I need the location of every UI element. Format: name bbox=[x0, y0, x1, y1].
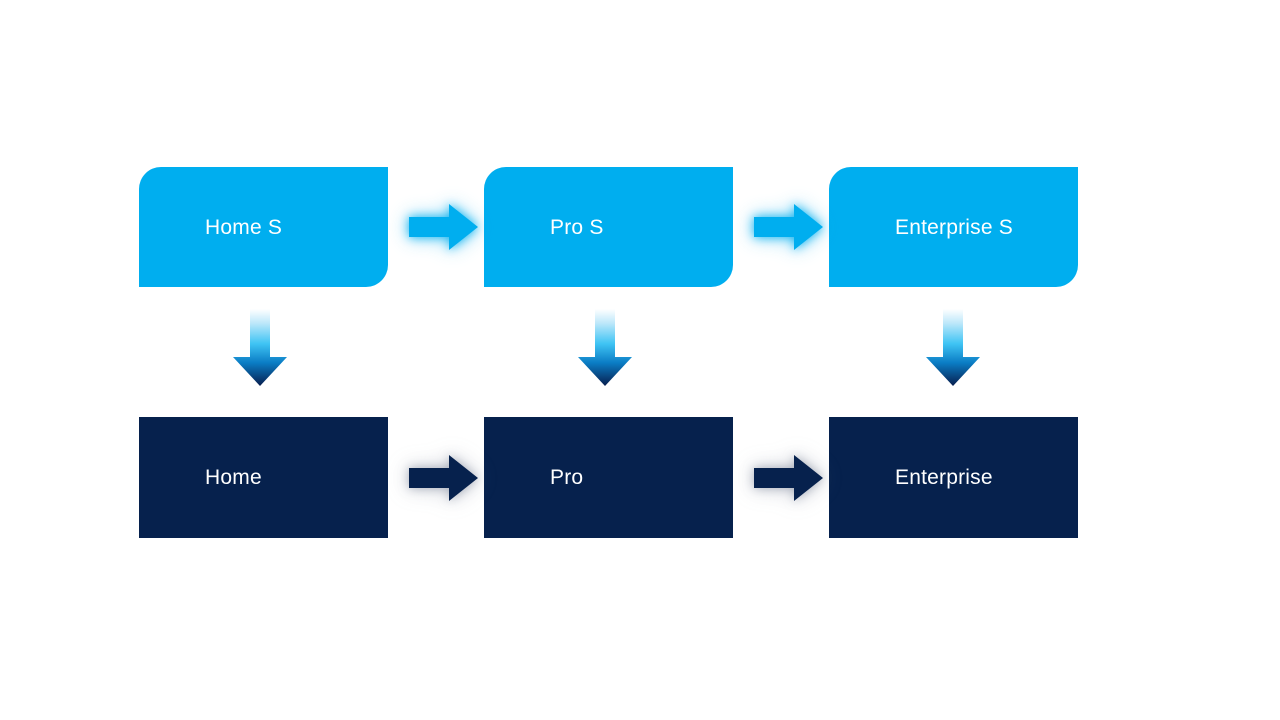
top-arrow-2 bbox=[754, 202, 824, 252]
bottom-arrow-2 bbox=[754, 453, 824, 503]
node-label: Enterprise S bbox=[895, 215, 1013, 239]
node-pro-s[interactable]: Pro S bbox=[484, 167, 733, 287]
arrow-right-icon bbox=[754, 455, 823, 501]
arrow-down-icon bbox=[926, 309, 980, 386]
arrow-right-icon bbox=[409, 455, 478, 501]
bottom-arrow-1 bbox=[409, 453, 479, 503]
arrow-down-icon bbox=[233, 309, 287, 386]
arrow-right-icon bbox=[409, 204, 478, 250]
node-home[interactable]: Home bbox=[139, 417, 388, 538]
node-pro[interactable]: Pro bbox=[484, 417, 733, 538]
arrow-down-icon bbox=[578, 309, 632, 386]
node-label: Home bbox=[205, 466, 262, 489]
arrow-right-icon bbox=[754, 204, 823, 250]
node-label: Pro S bbox=[550, 215, 604, 239]
down-arrow-1 bbox=[232, 309, 288, 387]
down-arrow-3 bbox=[925, 309, 981, 387]
node-label: Pro bbox=[550, 466, 584, 489]
down-arrow-2 bbox=[577, 309, 633, 387]
node-label: Home S bbox=[205, 215, 283, 239]
node-enterprise[interactable]: Enterprise bbox=[829, 417, 1078, 538]
node-label: Enterprise bbox=[895, 466, 993, 489]
top-arrow-1 bbox=[409, 202, 479, 252]
node-enterprise-s[interactable]: Enterprise S bbox=[829, 167, 1078, 287]
node-home-s[interactable]: Home S bbox=[139, 167, 388, 287]
